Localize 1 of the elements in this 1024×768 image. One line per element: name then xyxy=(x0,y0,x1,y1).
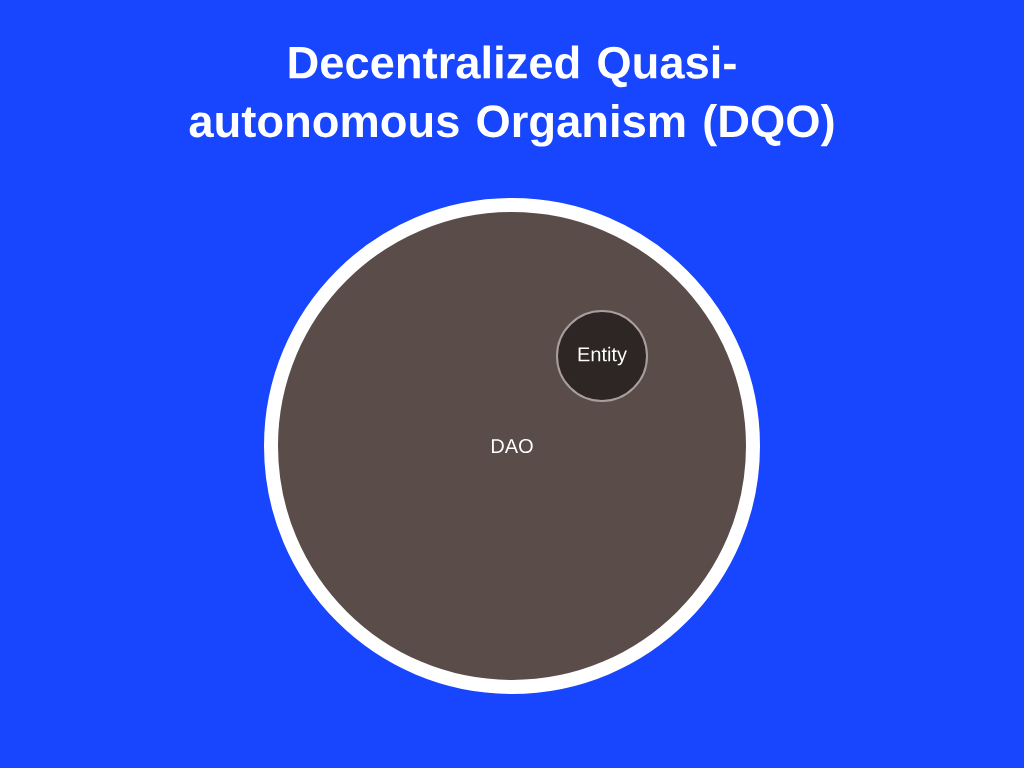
title: Decentralized Quasi-autonomous Organism (DQO) xyxy=(189,45,834,147)
